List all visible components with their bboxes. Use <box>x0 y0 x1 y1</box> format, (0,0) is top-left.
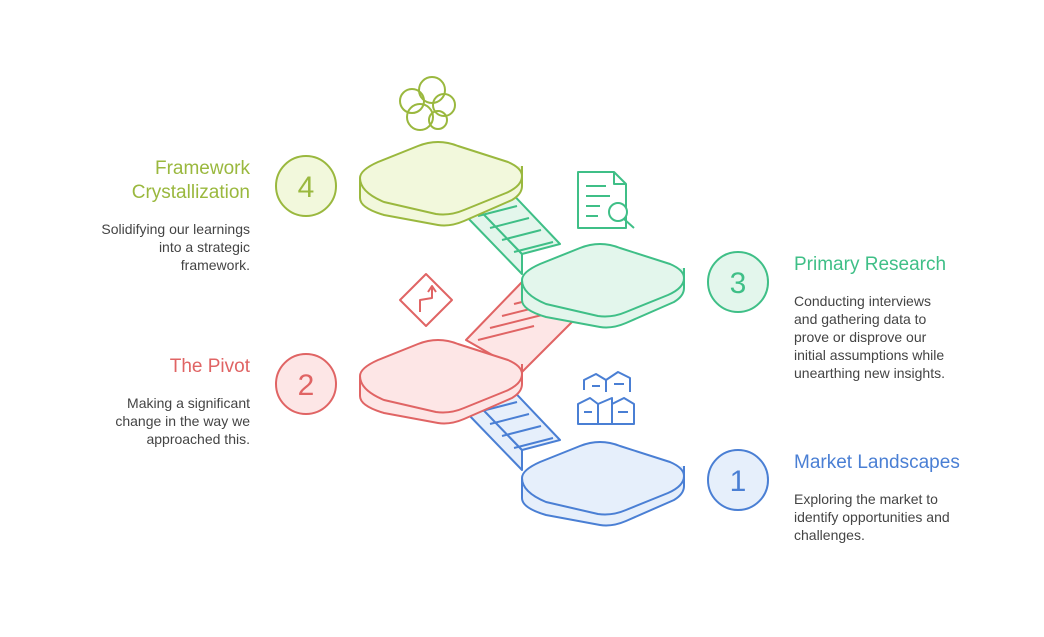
step-3-description: Conducting interviews and gathering data… <box>794 293 945 381</box>
step-2-description: Making a significant change in the way w… <box>115 395 250 447</box>
step-3-title: Primary Research <box>794 254 947 275</box>
step-4-badge: 4 <box>275 155 337 217</box>
step-1-number: 1 <box>730 465 747 498</box>
step-4-number: 4 <box>298 171 315 204</box>
step-2-badge: 2 <box>275 353 337 415</box>
step-1-title: Market Landscapes <box>794 452 960 473</box>
cluster-icon <box>399 76 456 131</box>
step-4-description: Solidifying our learnings into a strateg… <box>101 221 250 273</box>
document-search-icon <box>577 171 635 229</box>
platform-1 <box>521 441 685 527</box>
step-1-description: Exploring the market to identify opportu… <box>794 491 950 543</box>
step-2-number: 2 <box>298 369 315 402</box>
step-4-title: Framework Crystallization <box>60 157 250 205</box>
turn-sign-icon <box>399 273 453 327</box>
step-4-title-line-1: Framework <box>154 158 250 179</box>
step-3-badge: 3 <box>707 251 769 313</box>
platform-3 <box>521 243 685 329</box>
platform-2 <box>359 339 523 425</box>
step-2-title: The Pivot <box>169 356 250 377</box>
buildings-icon <box>577 371 635 425</box>
platform-4 <box>359 141 523 227</box>
step-1-badge: 1 <box>707 449 769 511</box>
step-4-title-line-2: Crystallization <box>131 182 250 203</box>
step-3-number: 3 <box>730 267 747 300</box>
